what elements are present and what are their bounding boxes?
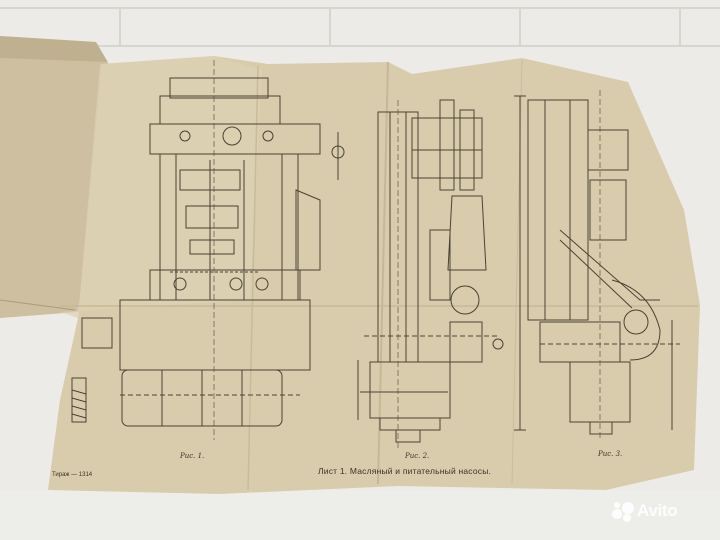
figure-3-drawing xyxy=(514,90,680,440)
avito-logo-icon xyxy=(612,500,634,522)
figure-2-drawing xyxy=(357,99,504,448)
avito-wordmark: Avito xyxy=(637,501,678,520)
figure-3-label: Рис. 3. xyxy=(598,450,623,458)
drawing-sheet xyxy=(48,56,700,494)
figure-1-label: Рис. 1. xyxy=(180,452,205,460)
book-underpage xyxy=(0,36,112,318)
figure-2-label: Рис. 2. xyxy=(405,452,430,460)
figure-1-drawing xyxy=(71,60,345,440)
sheet-caption: Лист 1. Масляный и питательный насосы. xyxy=(318,466,492,476)
avito-watermark: Avito xyxy=(612,500,678,522)
print-code: Тираж — 1314 xyxy=(52,472,93,478)
